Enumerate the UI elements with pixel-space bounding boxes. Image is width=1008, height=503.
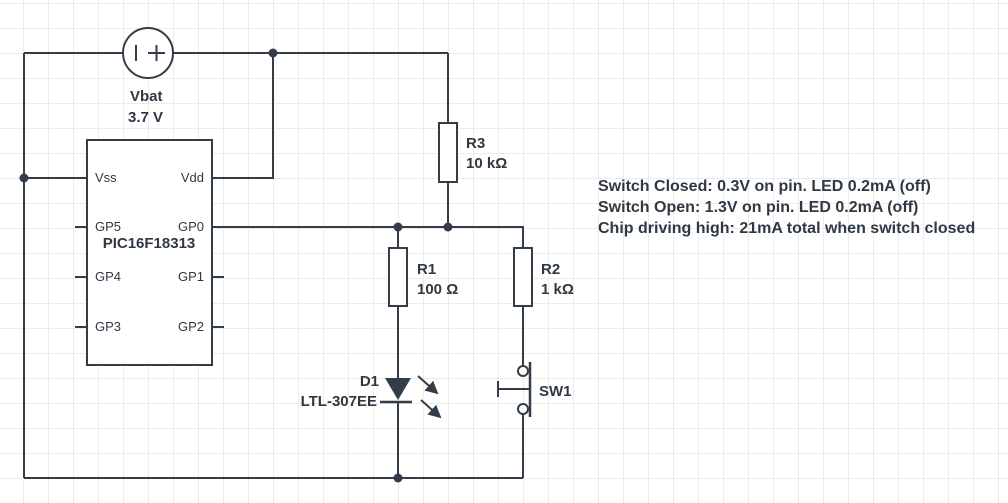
ic-pin-label-gp3: GP3 [95, 319, 121, 334]
led-triangle-icon [385, 378, 411, 400]
pushbutton-sw1: SW1 [497, 362, 572, 417]
resistor-body [513, 247, 533, 307]
junction-dot [393, 222, 403, 232]
wires [23, 52, 524, 479]
resistor-ref-label: R2 [541, 261, 560, 278]
wire-vdd-branch [212, 53, 274, 179]
resistor-value-label: 1 kΩ [541, 281, 574, 298]
resistor-r1: R1 100 Ω [388, 247, 458, 307]
ic-pin-label-vss: Vss [95, 170, 117, 185]
led-emission-arrow [420, 399, 442, 419]
battery-ref-label: Vbat [130, 88, 163, 105]
ic-pin-label-gp0: GP0 [178, 219, 204, 234]
junction-dot [393, 473, 403, 483]
battery-symbol: Vbat 3.7 V [122, 27, 174, 126]
junction-dot [443, 222, 453, 232]
annotation-notes: Switch Closed: 0.3V on pin. LED 0.2mA (o… [598, 178, 975, 237]
junction-dot [19, 173, 29, 183]
ic-body [86, 139, 213, 366]
ic-pin-label-vdd: Vdd [181, 170, 204, 185]
ic-pin-label-gp1: GP1 [178, 269, 204, 284]
resistor-body [438, 122, 458, 183]
led-d1: D1 LTL-307EE [301, 373, 442, 419]
annotation-line-1: Switch Closed: 0.3V on pin. LED 0.2mA (o… [598, 178, 931, 195]
led-emission-arrow [417, 375, 439, 395]
switch-contact [517, 365, 529, 377]
ic-part-label: PIC16F18313 [103, 235, 196, 252]
resistor-ref-label: R3 [466, 135, 485, 152]
led-part-label: LTL-307EE [301, 393, 377, 410]
resistor-ref-label: R1 [417, 261, 436, 278]
resistor-r3: R3 10 kΩ [438, 122, 507, 183]
resistor-value-label: 100 Ω [417, 281, 458, 298]
junction-dot [268, 48, 278, 58]
led-ref-label: D1 [360, 373, 379, 390]
annotation-line-3: Chip driving high: 21mA total when switc… [598, 220, 975, 237]
resistor-body [388, 247, 408, 307]
annotation-line-2: Switch Open: 1.3V on pin. LED 0.2mA (off… [598, 199, 918, 216]
ic-chip: PIC16F18313 Vss GP5 GP4 GP3 Vdd GP0 GP1 … [86, 139, 213, 366]
ic-pin-label-gp2: GP2 [178, 319, 204, 334]
junction-dots [19, 48, 453, 483]
wire-gp0-bus [212, 226, 524, 248]
resistor-value-label: 10 kΩ [466, 155, 507, 172]
switch-ref-label: SW1 [539, 383, 572, 400]
battery-value-label: 3.7 V [128, 109, 163, 126]
ic-pin-label-gp5: GP5 [95, 219, 121, 234]
battery-plus-mark [148, 45, 165, 61]
switch-contact [517, 403, 529, 415]
ic-pin-label-gp4: GP4 [95, 269, 121, 284]
resistor-r2: R2 1 kΩ [513, 247, 574, 307]
